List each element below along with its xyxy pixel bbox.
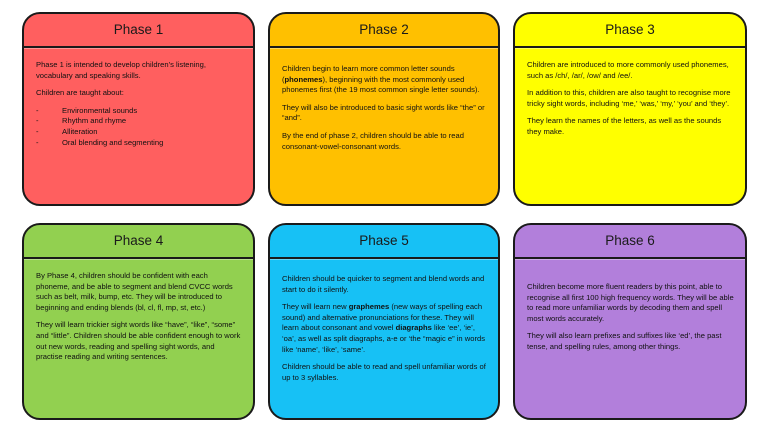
phase-2-text-3: By the end of phase 2, children should b… xyxy=(282,130,464,151)
phase-4-body: By Phase 4, children should be confident… xyxy=(24,259,253,418)
phase-5-card: Phase 5 Children should be quicker to se… xyxy=(268,223,500,420)
list-item: Alliteration xyxy=(36,127,243,138)
phase-5-text-2-c: (new ways of spelling each sound) and al… xyxy=(282,302,483,333)
phase-3-card: Phase 3 Children are introduced to more … xyxy=(513,12,747,206)
phase-5-text-2-a: They will learn new xyxy=(282,302,349,312)
phase-5-text-1: Children should be quicker to segment an… xyxy=(282,274,485,294)
phase-5-body: Children should be quicker to segment an… xyxy=(270,259,498,418)
phase-6-text-2: They will also learn prefixes and suffix… xyxy=(527,331,722,351)
phase-5-text-2: They will learn new graphemes (new ways … xyxy=(282,302,488,355)
phase-5-text-2-d: like ‘ee’, ‘ie’, ‘oa’, as well as split … xyxy=(282,323,486,354)
phase-1-body: Phase 1 is intended to develop children’… xyxy=(24,48,253,204)
phase-1-title: Phase 1 xyxy=(24,14,253,48)
phase-4-card: Phase 4 By Phase 4, children should be c… xyxy=(22,223,255,420)
phase-6-text-1: Children become more fluent readers by t… xyxy=(527,282,734,323)
phase-6-body: Children become more fluent readers by t… xyxy=(515,259,745,418)
phase-2-body: Children begin to learn more common lett… xyxy=(270,48,498,204)
phase-1-card: Phase 1 Phase 1 is intended to develop c… xyxy=(22,12,255,206)
phase-2-text-1-a: Children begin to learn more common lett… xyxy=(282,64,455,84)
phase-3-text-3: They learn the names of the letters, as … xyxy=(527,116,722,136)
phase-5-bold-graphemes: graphemes xyxy=(348,302,390,312)
phase-2-text-1: Children begin to learn more common lett… xyxy=(282,64,488,96)
list-item: Oral blending and segmenting xyxy=(36,138,243,149)
phase-6-title: Phase 6 xyxy=(515,225,745,259)
phase-3-text-2: In addition to this, children are also t… xyxy=(527,88,731,108)
phase-5-title: Phase 5 xyxy=(270,225,498,259)
phase-1-list: Environmental sounds Rhythm and rhyme Al… xyxy=(36,106,243,148)
phase-3-title: Phase 3 xyxy=(515,14,745,48)
phase-1-text-1: Phase 1 is intended to develop children’… xyxy=(36,60,206,80)
phase-1-text-2: Children are taught about: xyxy=(36,88,124,98)
phase-2-text-2: They will also be introduced to basic si… xyxy=(282,102,485,123)
list-item: Environmental sounds xyxy=(36,106,243,117)
phase-4-text-2: They will learn trickier sight words lik… xyxy=(36,320,241,362)
phase-2-text-1-b: ), beginning with the most commonly used… xyxy=(282,74,480,95)
phase-5-bold-diagraphs: diagraphs xyxy=(395,323,432,333)
phase-4-title: Phase 4 xyxy=(24,225,253,259)
phase-5-text-3: Children should be able to read and spel… xyxy=(282,362,486,382)
phase-3-text-1: Children are introduced to more commonly… xyxy=(527,60,729,80)
phase-3-body: Children are introduced to more commonly… xyxy=(515,48,745,204)
list-item: Rhythm and rhyme xyxy=(36,116,243,127)
phase-6-card: Phase 6 Children become more fluent read… xyxy=(513,223,747,420)
phase-2-bold-term: phonemes xyxy=(284,74,323,84)
phase-2-card: Phase 2 Children begin to learn more com… xyxy=(268,12,500,206)
phase-2-title: Phase 2 xyxy=(270,14,498,48)
phase-4-text-1: By Phase 4, children should be confident… xyxy=(36,271,233,312)
